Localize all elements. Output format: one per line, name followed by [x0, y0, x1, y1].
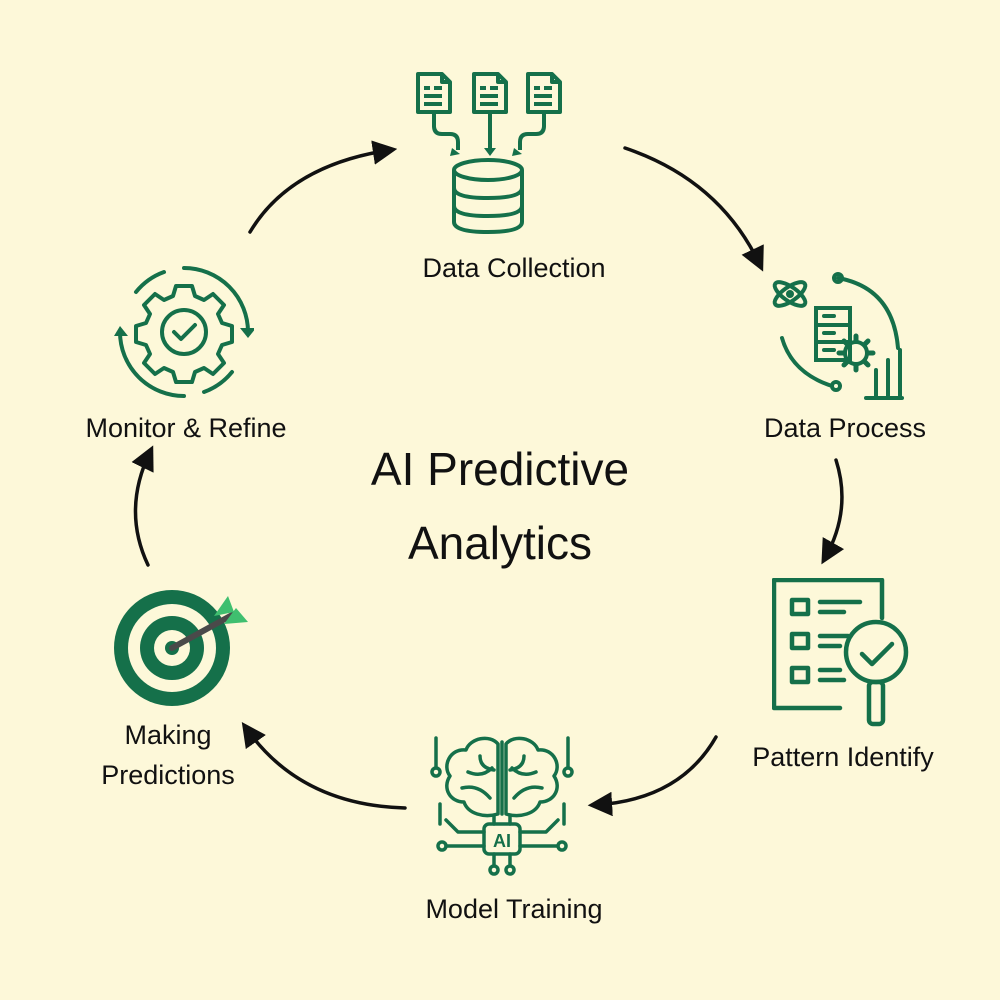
- arrow-monitor-to-collection: [248, 140, 398, 234]
- data-processing-icon: [772, 272, 904, 400]
- ai-brain-circuit-icon: AI: [430, 736, 574, 876]
- target-arrow-icon: [114, 590, 248, 706]
- step-label-monitor-refine: Monitor & Refine: [85, 413, 287, 443]
- diagram-title-line1: AI Predictive: [370, 443, 630, 495]
- checklist-magnifier-icon: [772, 578, 909, 727]
- arrow-training-to-predictions: [241, 721, 407, 810]
- step-label-model-training: Model Training: [425, 894, 603, 924]
- arrow-process-to-pattern: [821, 458, 845, 565]
- step-label-data-collection: Data Collection: [422, 253, 606, 283]
- gear-check-cycle-icon: [114, 266, 254, 398]
- database-documents-icon: [416, 72, 562, 234]
- diagram-title-line2: Analytics: [407, 517, 593, 569]
- arrow-collection-to-process: [623, 146, 764, 272]
- step-label-data-process: Data Process: [763, 413, 927, 443]
- svg-text:AI: AI: [493, 831, 511, 851]
- step-label-making-predictions-line1: Making: [124, 720, 212, 750]
- step-label-making-predictions: Making Predictions: [101, 715, 235, 795]
- arrow-predictions-to-monitor: [131, 445, 154, 567]
- step-label-making-predictions-line2: Predictions: [101, 760, 235, 790]
- step-label-pattern-identify: Pattern Identify: [752, 742, 934, 772]
- diagram-title: AI Predictive Analytics: [371, 432, 629, 580]
- arrow-pattern-to-training: [587, 735, 718, 817]
